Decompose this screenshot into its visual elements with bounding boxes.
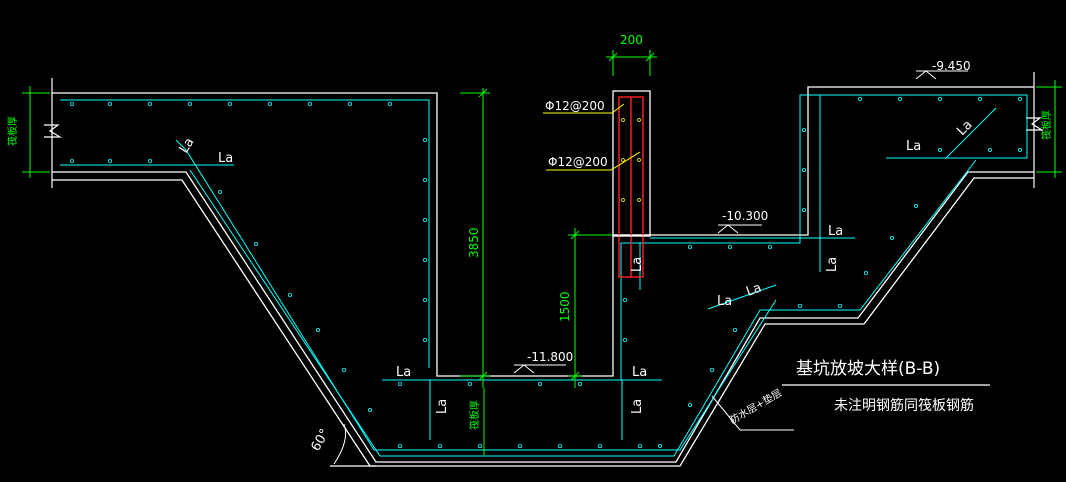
angle-mark	[333, 423, 347, 465]
elevation-marks	[513, 70, 968, 374]
elevation-bottom: -11.800	[527, 350, 573, 364]
la-label: La	[906, 139, 921, 154]
drawing-title: 基坑放坡大样(B-B)	[796, 359, 940, 379]
wall-outline	[612, 90, 651, 237]
wall-rebar	[618, 96, 644, 278]
la-label: La	[218, 151, 233, 166]
left-break-marks	[44, 72, 1045, 188]
raft-thickness-left: 筏板厚	[6, 116, 19, 146]
la-label: La	[825, 257, 840, 272]
la-label: La	[177, 135, 198, 156]
la-label: La	[744, 280, 763, 299]
la-label: La	[435, 399, 450, 414]
la-label: La	[630, 399, 645, 414]
rebar-label-mid: Φ12@200	[548, 155, 608, 169]
drawing-note: 未注明钢筋同筏板钢筋	[834, 397, 974, 414]
raft-thickness-bottom: 筏板厚	[468, 400, 481, 430]
waterproof-leader	[711, 395, 794, 431]
rebar-dots	[70, 97, 1023, 448]
elevation-top-right: -9.450	[932, 59, 971, 73]
la-label: La	[396, 365, 411, 380]
rebar-lines	[60, 94, 1028, 457]
la-label: La	[630, 257, 645, 272]
rebar-label-top: Φ12@200	[545, 99, 605, 113]
la-label: La	[828, 224, 843, 239]
dim-depth-total: 3850	[467, 227, 481, 258]
wall-dots	[621, 118, 641, 202]
la-label: La	[632, 365, 647, 380]
dimension-lines	[22, 50, 1062, 455]
elevation-middle: -10.300	[722, 209, 768, 223]
rebar-callouts	[543, 103, 641, 171]
la-label: La	[717, 294, 732, 309]
raft-thickness-right: 筏板厚	[1040, 110, 1053, 140]
dim-depth-step: 1500	[558, 291, 572, 322]
dim-wall-width: 200	[620, 33, 643, 47]
